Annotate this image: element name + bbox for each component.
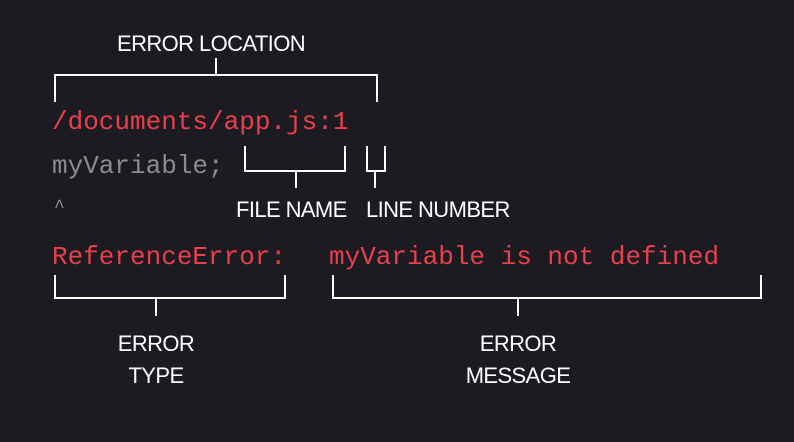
error-location-line: /documents/app.js:1 [52,107,349,137]
error-type-text: ReferenceError: [52,242,287,272]
error-type-stem [155,298,157,316]
caret-indicator: ^ [54,198,65,218]
error-location-bracket [54,74,378,102]
line-number-bracket [366,146,386,172]
source-code-line: myVariable; [52,151,224,181]
error-message-stem [517,298,519,316]
file-name-bracket [244,146,346,172]
error-message-label-line1: ERROR [479,331,557,356]
error-type-bracket [54,275,286,299]
line-number-stem [374,171,376,188]
error-message-label-line2: MESSAGE [465,363,571,388]
error-message-text: myVariable is not defined [329,242,720,272]
file-name-stem [295,171,297,188]
error-location-stem [215,58,217,75]
error-type-label-line1: ERROR [117,331,195,356]
error-location-label: ERROR LOCATION [117,31,306,56]
error-message-bracket [332,275,762,299]
line-number-label: LINE NUMBER [366,197,510,222]
file-name-label: FILE NAME [236,197,347,222]
error-type-label-line2: TYPE [128,363,184,388]
